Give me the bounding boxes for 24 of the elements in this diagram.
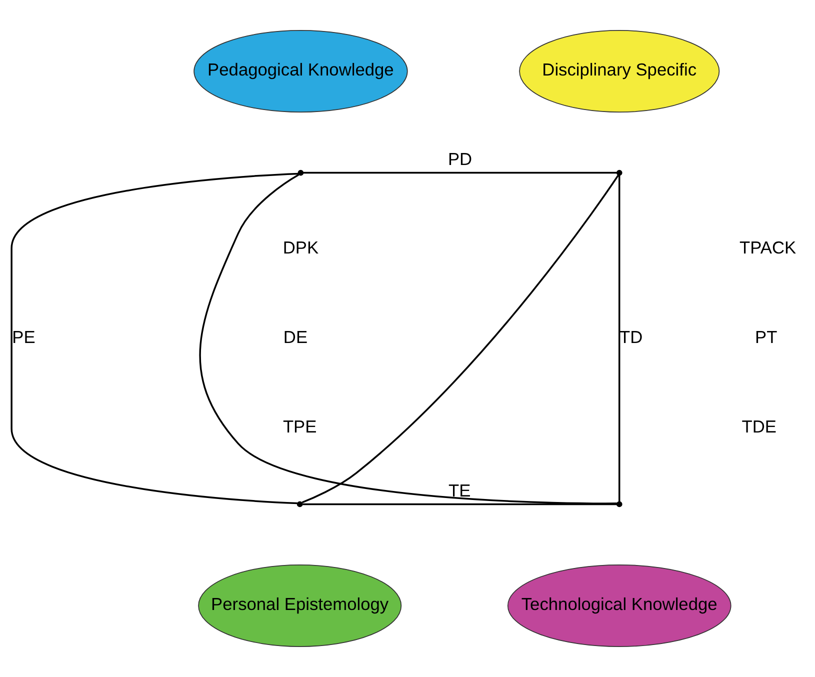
node-ellipse: Personal Epistemology <box>198 564 402 647</box>
edge-label: PE <box>12 326 36 347</box>
connector <box>302 503 617 506</box>
label: TPACK <box>740 237 796 258</box>
connector <box>10 172 298 504</box>
node-point <box>616 170 622 176</box>
label: PT <box>755 326 778 347</box>
connector <box>199 174 617 504</box>
label: TPE <box>282 416 317 436</box>
node-ellipse: Technological Knowledge <box>507 564 732 647</box>
edge-label: TD <box>620 326 643 347</box>
node-point <box>616 501 622 508</box>
node-ellipse: Disciplinary Specific <box>519 30 720 113</box>
label: TDE <box>742 416 777 436</box>
connector <box>302 174 619 504</box>
node-point <box>296 501 303 508</box>
connector <box>618 175 620 502</box>
node-point <box>298 170 304 176</box>
label: DPK <box>282 237 319 258</box>
edge-label: TE <box>448 480 471 500</box>
connector <box>303 172 617 174</box>
label: DE <box>283 326 308 347</box>
node-ellipse: Pedagogical Knowledge <box>194 30 408 113</box>
edge-label: PD <box>448 148 472 169</box>
